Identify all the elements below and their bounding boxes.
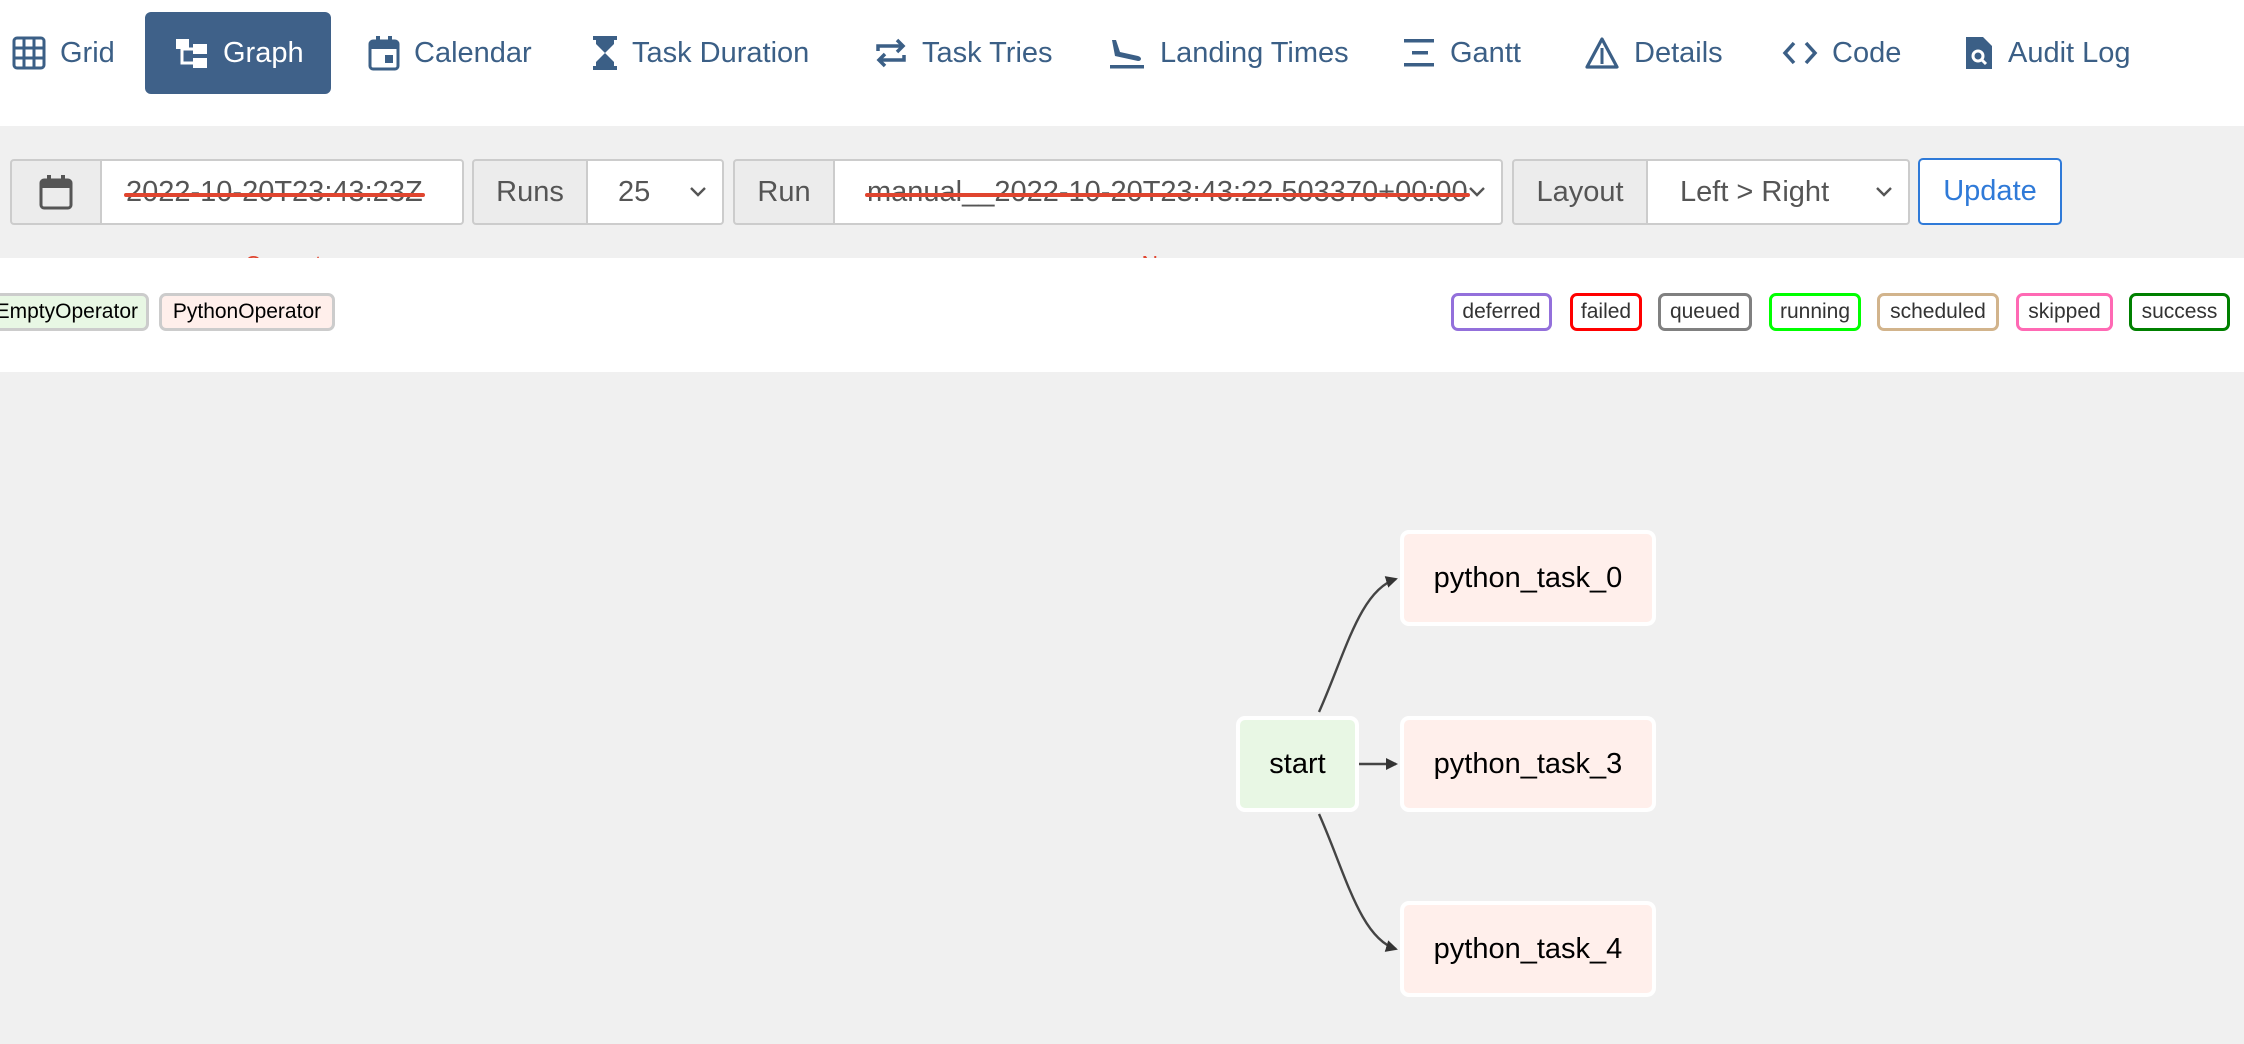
tab-task-duration[interactable]: Task Duration (580, 12, 821, 94)
tab-audit-log-label: Audit Log (2008, 36, 2131, 69)
node-label: start (1269, 747, 1326, 780)
edge-start-python-task-4 (1317, 813, 1398, 952)
runs-value: 25 (618, 175, 651, 208)
base-date-group: 2022-10-20T23:43:23Z Current (10, 159, 464, 277)
tab-details-label: Details (1634, 36, 1723, 69)
date-picker-button[interactable] (10, 159, 102, 225)
state-label: scheduled (1890, 300, 1986, 323)
runs-select[interactable]: 25 (588, 159, 724, 225)
run-label: Run (733, 159, 835, 225)
tab-code-label: Code (1832, 36, 1902, 69)
state-deferred[interactable]: deferred (1451, 293, 1552, 331)
state-label: queued (1669, 300, 1741, 323)
base-date-input[interactable]: 2022-10-20T23:43:23Z (102, 159, 464, 225)
tab-calendar-label: Calendar (414, 36, 532, 69)
grid-icon (12, 36, 46, 70)
tab-grid-label: Grid (60, 36, 115, 69)
tab-task-tries-label: Task Tries (922, 36, 1053, 69)
state-queued[interactable]: queued (1658, 293, 1752, 331)
view-tabs: Grid Graph Calendar Task Duration (0, 0, 2244, 126)
chevron-down-icon (1876, 187, 1892, 197)
tab-landing-times-label: Landing Times (1160, 36, 1349, 69)
tab-calendar[interactable]: Calendar (356, 12, 544, 94)
dag-node-python-task-4[interactable]: python_task_4 (1400, 901, 1656, 997)
dag-node-python-task-0[interactable]: python_task_0 (1400, 530, 1656, 626)
state-running[interactable]: running (1769, 293, 1861, 331)
gantt-icon (1404, 39, 1434, 67)
state-label: running (1779, 300, 1851, 323)
calendar-icon (368, 36, 400, 71)
dag-graph[interactable]: start python_task_0 python_task_3 python… (0, 372, 2244, 1044)
chevron-down-icon (690, 187, 706, 197)
state-label: deferred (1462, 300, 1541, 323)
node-label: python_task_4 (1433, 932, 1623, 965)
layout-group: Layout Left > Right (1512, 159, 1910, 225)
state-label: skipped (2028, 300, 2101, 323)
file-search-icon (1966, 37, 1992, 69)
tab-grid[interactable]: Grid (0, 12, 127, 94)
warning-triangle-icon (1585, 37, 1619, 69)
tab-landing-times[interactable]: Landing Times (1096, 12, 1361, 94)
tab-code[interactable]: Code (1770, 12, 1913, 94)
state-label: failed (1580, 300, 1632, 323)
code-icon (1782, 41, 1818, 65)
run-group: Run manual__2022-10-20T23:43:22.503370+0… (733, 159, 1503, 277)
tab-gantt[interactable]: Gantt (1390, 12, 1533, 94)
tab-graph-label: Graph (223, 36, 304, 69)
runs-group: Runs 25 (472, 159, 724, 225)
state-success[interactable]: success (2129, 293, 2230, 331)
repeat-icon (876, 38, 906, 68)
chevron-down-icon (1469, 187, 1485, 197)
operator-tag-pythonoperator: PythonOperator (159, 293, 335, 331)
node-label: python_task_0 (1433, 561, 1623, 594)
graph-icon (176, 39, 207, 68)
base-date-value: 2022-10-20T23:43:23Z (124, 175, 425, 208)
filter-bar: 2022-10-20T23:43:23Z Current Runs 25 Run… (0, 126, 2244, 277)
run-value: manual__2022-10-20T23:43:22.503370+00:00 (865, 175, 1470, 208)
calendar-icon (39, 175, 73, 210)
tab-graph[interactable]: Graph (145, 12, 331, 94)
state-label: success (2141, 300, 2218, 323)
tab-task-tries[interactable]: Task Tries (862, 12, 1065, 94)
node-label: python_task_3 (1433, 747, 1623, 780)
plane-landing-icon (1110, 40, 1144, 69)
state-scheduled[interactable]: scheduled (1877, 293, 1999, 331)
tab-audit-log[interactable]: Audit Log (1952, 12, 2143, 94)
layout-label: Layout (1512, 159, 1648, 225)
dag-edges (1317, 576, 1398, 952)
state-failed[interactable]: failed (1570, 293, 1642, 331)
edge-start-python-task-0 (1317, 576, 1398, 713)
layout-select[interactable]: Left > Right (1648, 159, 1910, 225)
tab-gantt-label: Gantt (1450, 36, 1521, 69)
dag-node-start[interactable]: start (1236, 716, 1359, 812)
tab-task-duration-label: Task Duration (632, 36, 810, 69)
tab-details[interactable]: Details (1572, 12, 1735, 94)
operator-tag-label: EmptyOperator (0, 300, 138, 323)
operator-tag-label: PythonOperator (172, 300, 322, 323)
state-skipped[interactable]: skipped (2016, 293, 2113, 331)
update-button[interactable]: Update (1918, 158, 2062, 225)
legend-row: EmptyOperator PythonOperator deferred fa… (0, 258, 2244, 372)
runs-label: Runs (472, 159, 588, 225)
run-select[interactable]: manual__2022-10-20T23:43:22.503370+00:00 (835, 159, 1503, 225)
hourglass-icon (593, 36, 617, 70)
layout-value: Left > Right (1680, 175, 1830, 208)
dag-node-python-task-3[interactable]: python_task_3 (1400, 716, 1656, 812)
operator-tag-emptyoperator: EmptyOperator (0, 293, 149, 331)
